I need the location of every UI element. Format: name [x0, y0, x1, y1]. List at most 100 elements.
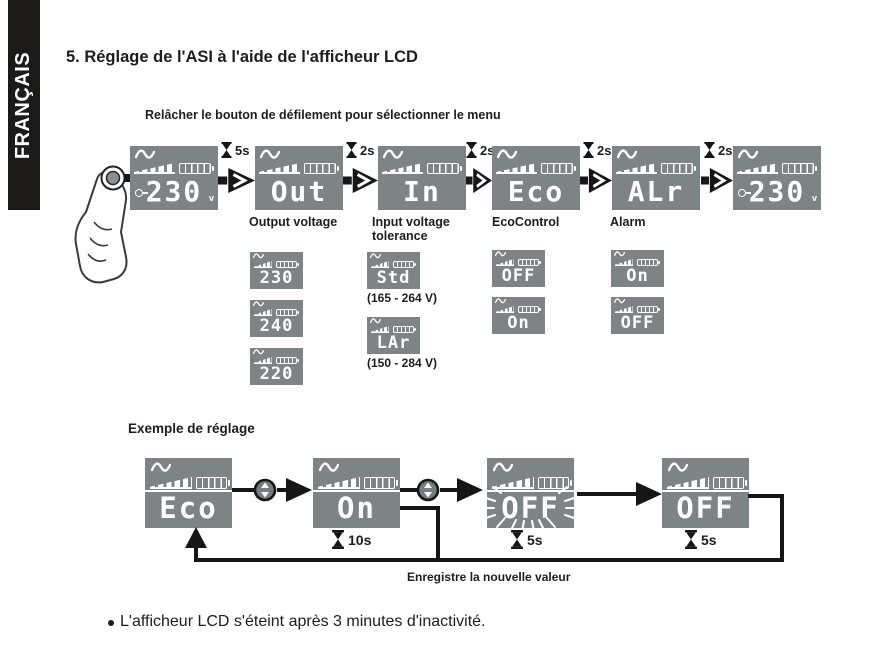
sine-wave-icon: [493, 462, 513, 472]
load-level-icon: [134, 163, 175, 174]
scroll-instruction: Relâcher le bouton de défilement pour sé…: [145, 108, 501, 122]
sine-wave-icon: [495, 251, 506, 257]
footer-note-text: L'afficheur LCD s'éteint après 3 minutes…: [120, 613, 486, 630]
battery-icon: [637, 306, 660, 313]
hourglass-icon: [583, 142, 594, 158]
sine-wave-icon: [617, 149, 637, 159]
load-level-icon: [667, 477, 709, 489]
lcd-value: 230: [259, 268, 294, 288]
example-title: Exemple de réglage: [128, 421, 255, 436]
menu-label-alarm: Alarm: [610, 215, 646, 229]
connector-line: [232, 488, 254, 492]
lcd-screen-in: In: [378, 146, 466, 210]
load-level-icon: [615, 259, 633, 266]
lcd-value: 240: [259, 316, 294, 336]
connector-line: [400, 488, 417, 492]
hourglass-icon: [221, 142, 232, 158]
language-tab-label: FRANÇAIS: [12, 51, 35, 159]
plug-icon: [135, 189, 148, 197]
battery-icon: [393, 326, 416, 333]
delay-timer: 5s: [221, 142, 249, 158]
battery-icon: [179, 163, 214, 174]
flow-arrow-icon: [466, 168, 492, 193]
lcd-example-off-flashing: OFF: [481, 458, 579, 531]
menu-label-line2: tolerance: [372, 229, 428, 243]
menu-label-output-voltage: Output voltage: [249, 215, 338, 229]
battery-icon: [393, 261, 416, 268]
battery-icon: [637, 259, 660, 266]
lcd-option-alarm-on: On: [611, 250, 664, 287]
save-value-label: Enregistre la nouvelle valeur: [407, 570, 571, 584]
hourglass-icon: [332, 530, 344, 549]
lcd-value: Out: [270, 175, 328, 208]
battery-icon: [304, 163, 339, 174]
std-range-label: (165 - 264 V): [367, 291, 438, 305]
arrow-right-icon: [636, 482, 662, 506]
menu-label-line1: Input voltage: [372, 215, 450, 229]
plug-icon: [738, 189, 751, 197]
flow-arrow-icon: [343, 168, 378, 193]
load-level-icon: [616, 163, 657, 174]
load-level-icon: [318, 477, 360, 489]
sine-wave-icon: [260, 149, 280, 159]
battery-icon: [196, 477, 230, 489]
arrow-right-icon: [286, 478, 312, 502]
delay-timer: 2s: [346, 142, 374, 158]
load-level-icon: [496, 259, 514, 266]
delay-timer: 5s: [684, 530, 717, 549]
battery-icon: [276, 261, 299, 268]
load-level-icon: [382, 163, 423, 174]
lcd-option-alarm-off: OFF: [611, 297, 664, 334]
lcd-value: In: [403, 175, 441, 208]
load-level-icon: [254, 357, 272, 364]
connector-line: [277, 488, 286, 492]
feedback-line: [748, 494, 784, 498]
load-level-icon: [371, 326, 389, 333]
sine-wave-icon: [135, 149, 155, 159]
lcd-value: OFF: [620, 313, 655, 333]
footer-note: L'afficheur LCD s'éteint après 3 minutes…: [108, 613, 486, 631]
hourglass-icon: [466, 142, 477, 158]
bullet-icon: [108, 620, 114, 626]
sine-wave-icon: [370, 253, 381, 259]
flashing-rays-icon: [481, 486, 579, 531]
load-level-icon: [150, 477, 192, 489]
delay-timer: 2s: [704, 142, 732, 158]
lcd-option-230: 230: [250, 252, 303, 289]
lcd-option-eco-on: On: [492, 297, 545, 334]
lcd-example-on: On: [313, 458, 400, 528]
lcd-screen-output-voltage: 230 v: [130, 146, 218, 210]
hourglass-icon: [685, 530, 697, 549]
load-level-icon: [254, 261, 272, 268]
lcd-screen-output-voltage-return: 230 v: [733, 146, 821, 210]
hourglass-icon: [346, 142, 357, 158]
scroll-button-icon: [100, 165, 126, 191]
sine-wave-icon: [497, 149, 517, 159]
sine-wave-icon: [151, 462, 171, 472]
lcd-value: OFF: [501, 491, 560, 525]
flow-arrow-icon: [218, 168, 255, 193]
sine-wave-icon: [738, 149, 758, 159]
lcd-value: On: [626, 266, 649, 286]
load-level-icon: [615, 306, 633, 313]
battery-icon: [276, 309, 299, 316]
load-level-icon: [259, 163, 300, 174]
lcd-value: Std: [376, 268, 411, 288]
flow-arrow-icon: [580, 168, 612, 193]
lcd-value: 230: [145, 175, 203, 208]
lcd-option-lar: LAr: [367, 317, 420, 354]
battery-icon: [276, 357, 299, 364]
lcd-screen-out: Out: [255, 146, 343, 210]
delay-value: 5s: [235, 142, 250, 158]
load-level-icon: [737, 163, 778, 174]
delay-value: 10s: [348, 531, 372, 548]
lcd-value: Eco: [507, 175, 565, 208]
battery-icon: [661, 163, 696, 174]
battery-icon: [518, 306, 541, 313]
lcd-option-std: Std: [367, 252, 420, 289]
button-stub: [124, 174, 132, 182]
menu-label-ecocontrol: EcoControl: [492, 215, 560, 229]
lcd-value: OFF: [501, 266, 536, 286]
sine-wave-icon: [614, 251, 625, 257]
